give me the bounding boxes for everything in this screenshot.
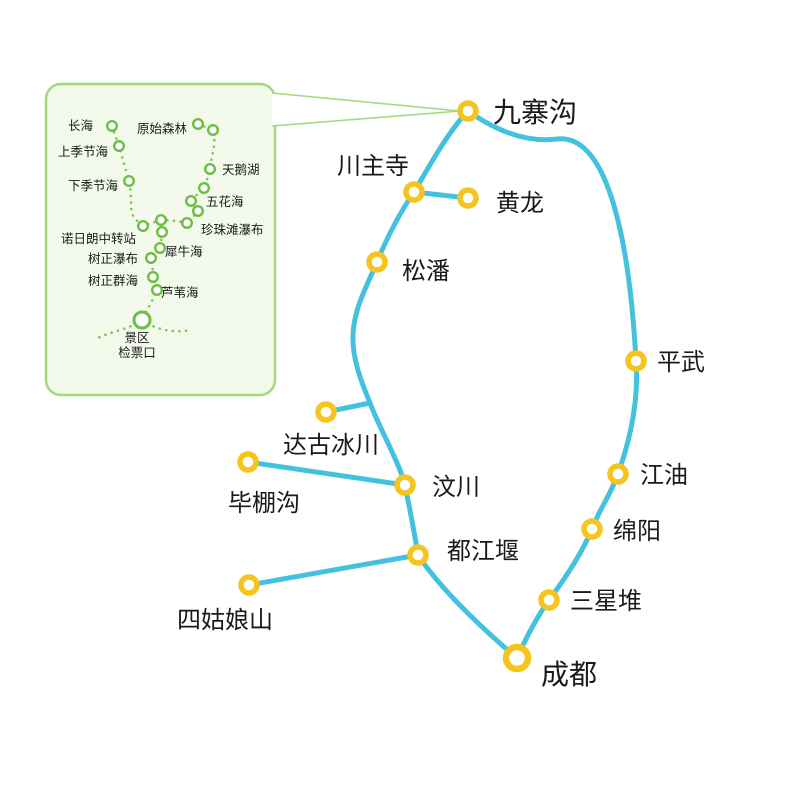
station-label-chuanzhusi: 川主寺	[337, 152, 409, 180]
station-label-mianyang: 绵阳	[613, 517, 661, 545]
station-label-jiangyou: 江油	[640, 461, 688, 489]
route-chengdu-dujiangyan	[415, 552, 520, 661]
station-node-dujiangyan	[407, 544, 429, 566]
spot-node-mid-3	[154, 213, 167, 226]
spot-node-checkpoint	[132, 310, 152, 330]
route-branch-bipenggou	[245, 459, 408, 488]
station-nodes	[237, 100, 647, 673]
station-node-mianyang	[581, 518, 603, 540]
spot-label-changhai: 长海	[68, 118, 94, 133]
spot-node-changhai	[105, 119, 118, 132]
spot-node-yuanshisenlin-2	[206, 123, 219, 136]
spot-label-shuzhengqunhai: 树正群海	[88, 273, 139, 288]
station-label-pingwu: 平武	[657, 348, 705, 376]
station-node-jiangyou	[607, 463, 629, 485]
spot-node-luweihai	[150, 284, 163, 297]
station-label-sanxingdui: 三星堆	[570, 587, 642, 615]
spot-label-yuanshisenlin: 原始森林	[137, 121, 188, 136]
station-node-chuanzhusi	[403, 181, 425, 203]
spot-node-tianehu	[203, 162, 216, 175]
spot-label-xiniuhai: 犀牛海	[165, 244, 203, 259]
station-node-jiuzhaigou	[457, 100, 479, 122]
station-label-dujiangyan: 都江堰	[447, 537, 519, 565]
spot-label-luweihai: 芦苇海	[161, 285, 199, 300]
spot-node-shuzhengqunhai	[146, 271, 159, 284]
station-node-chengdu	[502, 643, 532, 673]
station-node-dagubingchuan	[315, 401, 337, 423]
station-label-siguniangshan: 四姑娘山	[177, 606, 273, 634]
station-label-songpan: 松潘	[402, 257, 450, 285]
station-node-huanglong	[457, 187, 479, 209]
station-node-bipenggou	[237, 451, 259, 473]
spot-node-mid-4	[155, 225, 168, 238]
spot-node-shuzhengpubu	[144, 251, 157, 264]
inset-spot-nodes	[105, 117, 219, 330]
station-label-jiuzhaigou: 九寨沟	[493, 96, 577, 129]
spot-node-shangjijiehai	[112, 139, 125, 152]
spot-node-yuanshisenlin	[191, 117, 204, 130]
main-route-lines	[245, 108, 640, 661]
route-branch-siguniangshan	[246, 552, 421, 588]
station-label-dagubingchuan: 达古冰川	[283, 431, 379, 459]
spot-node-mid-2	[191, 204, 204, 217]
spot-node-zhenzhutanpubu	[180, 216, 193, 229]
station-label-wenchuan: 汶川	[432, 473, 480, 501]
spot-node-wuhuahai	[184, 194, 197, 207]
station-node-siguniangshan	[238, 574, 260, 596]
station-label-bipenggou: 毕棚沟	[228, 489, 300, 517]
inset-callout-pointer	[271, 92, 461, 127]
spot-label-zhenzhutanpubu: 珍珠滩瀑布	[201, 222, 264, 237]
route-east-side	[465, 108, 640, 661]
station-node-wenchuan	[394, 474, 416, 496]
spot-node-xiajijiehai	[122, 174, 135, 187]
inset-spot-labels: 长海 原始森林 上季节海 下季节海 天鹅湖 五花海 珍珠滩瀑布 诺日朗中转站 犀…	[58, 118, 264, 360]
spot-node-nuorilang	[136, 219, 149, 232]
station-label-huanglong: 黄龙	[496, 189, 544, 217]
spot-label-checkpoint-line1: 景区	[124, 330, 149, 345]
spot-label-tianehu: 天鹅湖	[222, 162, 260, 177]
station-node-songpan	[366, 251, 388, 273]
spot-label-wuhuahai: 五花海	[206, 194, 244, 209]
spot-label-shuzhengpubu: 树正瀑布	[88, 251, 138, 266]
spot-label-shangjijiehai: 上季节海	[58, 144, 109, 159]
station-node-sanxingdui	[538, 589, 560, 611]
inset-panel: 长海 原始森林 上季节海 下季节海 天鹅湖 五花海 珍珠滩瀑布 诺日朗中转站 犀…	[44, 82, 461, 397]
station-label-chengdu: 成都	[541, 658, 597, 691]
station-node-pingwu	[625, 350, 647, 372]
spot-node-mid-1	[197, 181, 210, 194]
spot-label-checkpoint-line2: 检票口	[118, 345, 156, 360]
spot-node-xiniuhai	[153, 241, 166, 254]
station-labels: 九寨沟 川主寺 黄龙 松潘 平武 江油 绵阳 三星堆 成都 都江堰 汶川 达古冰…	[177, 96, 705, 691]
spot-label-xiajijiehai: 下季节海	[68, 178, 119, 193]
spot-label-nuorilang: 诺日朗中转站	[61, 231, 136, 246]
